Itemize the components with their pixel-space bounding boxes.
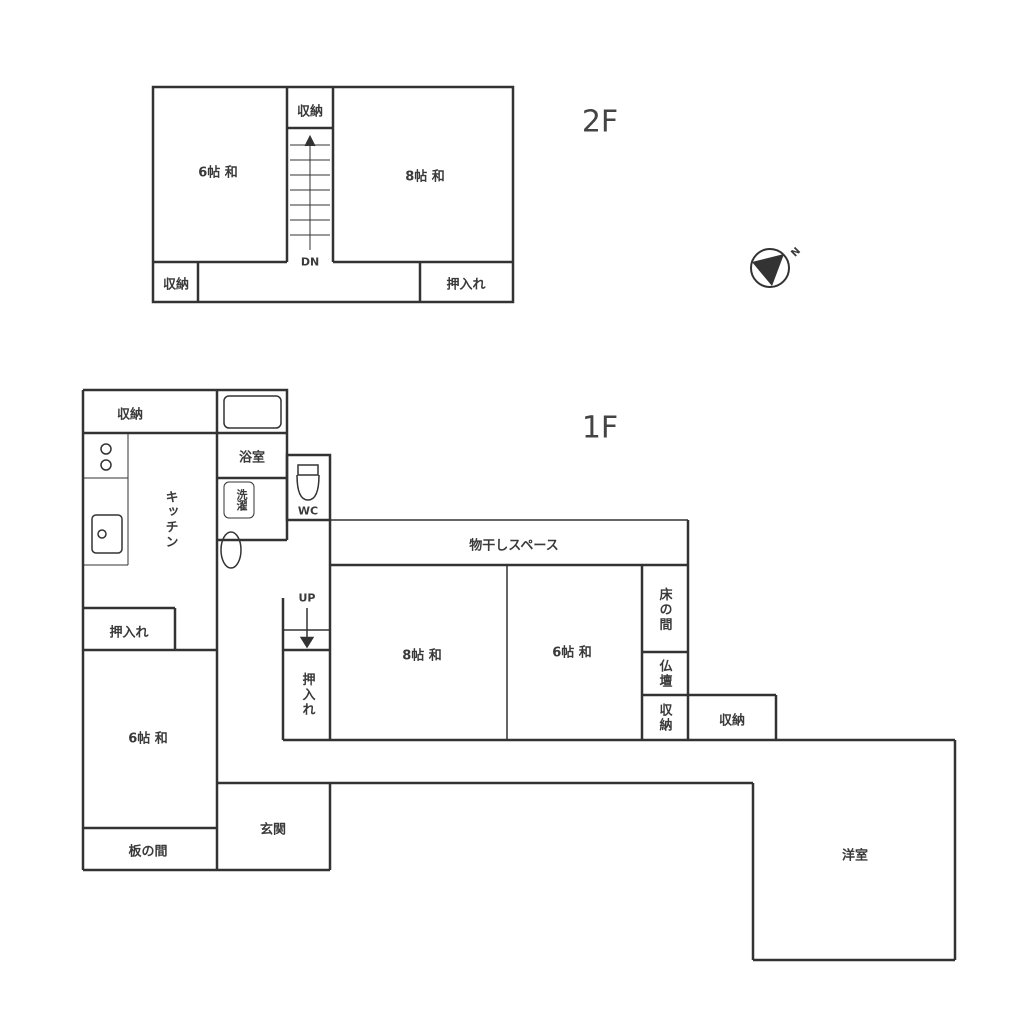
stairs-2f <box>290 134 330 250</box>
room-entrance: 玄関 <box>259 822 287 838</box>
washer-label: 洗濯 <box>235 489 248 511</box>
room-tatami6: 6帖 和 <box>552 645 592 661</box>
room-2f-storage-top: 収納 <box>296 104 324 120</box>
1f-walls <box>81 388 957 962</box>
room-bath: 浴室 <box>238 450 266 466</box>
room-tatami8: 8帖 和 <box>402 648 442 664</box>
room-kitchen: キッチン <box>162 490 178 550</box>
room-tatami6-left: 6帖 和 <box>128 731 168 747</box>
stairs-2f-label: DN <box>300 255 320 269</box>
room-storage-right: 収納 <box>718 713 746 729</box>
room-western: 洋室 <box>841 848 869 864</box>
floor-label-1f: 1F <box>581 410 619 446</box>
room-2f-tatami6: 6帖 和 <box>198 165 238 181</box>
room-butsudan: 仏壇 <box>656 659 672 689</box>
room-storage-kitchen: 収納 <box>116 407 144 423</box>
room-closet-stairs: 押入れ <box>299 672 315 718</box>
room-2f-closet: 押入れ <box>446 277 486 293</box>
stairs-1f-label: UP <box>298 591 316 605</box>
room-storage-small: 収納 <box>656 703 672 733</box>
room-drying-space: 物干しスペース <box>469 538 559 554</box>
floor-label-2f: 2F <box>581 104 619 140</box>
room-wc: WC <box>297 504 319 518</box>
compass-icon <box>750 248 790 288</box>
room-closet-left: 押入れ <box>109 625 149 641</box>
room-wood-floor: 板の間 <box>128 844 168 860</box>
room-2f-storage-bottom: 収納 <box>162 277 190 293</box>
room-tokonoma: 床の間 <box>656 587 672 633</box>
room-2f-tatami8: 8帖 和 <box>405 169 445 185</box>
